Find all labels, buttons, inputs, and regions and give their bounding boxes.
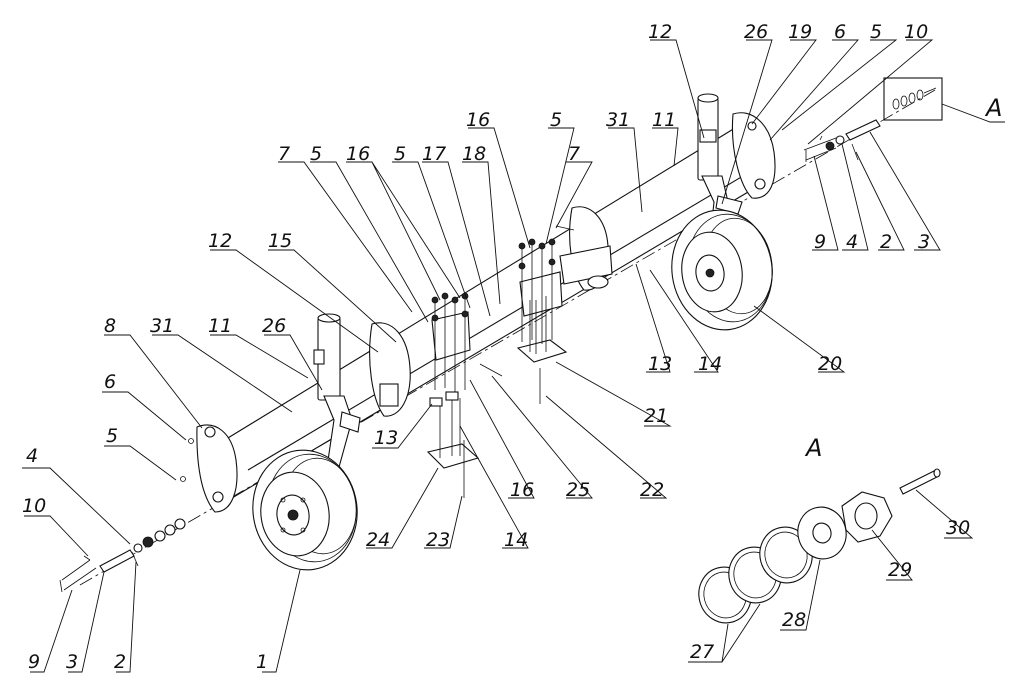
label-31-left: 31 [150, 315, 174, 337]
right-end-plate [731, 112, 776, 199]
left-bracket [313, 313, 361, 479]
vertical-bolts [431, 225, 575, 498]
label-15: 15 [268, 230, 292, 252]
label-28: 28 [782, 609, 806, 631]
center-clamps [431, 245, 613, 361]
label-22: 22 [640, 479, 664, 501]
label-21: 21 [644, 405, 668, 427]
label-12-left: 12 [208, 230, 232, 252]
label-14-right: 14 [698, 353, 722, 375]
label-27: 27 [690, 641, 714, 663]
callout-a-label: A [984, 94, 1002, 122]
left-flange [369, 322, 411, 417]
left-shaft-hardware [59, 518, 186, 593]
base-plates [426, 296, 568, 469]
detail-callout-box [883, 77, 1005, 123]
leader-lines [22, 39, 974, 673]
label-5-c: 5 [394, 143, 406, 165]
right-wheel [671, 209, 773, 331]
detail-a-title: A [804, 434, 822, 462]
label-17: 17 [422, 143, 446, 165]
label-11-left: 11 [208, 315, 232, 337]
label-30: 30 [946, 517, 970, 539]
label-3-right: 3 [918, 231, 930, 253]
label-9-right: 9 [814, 231, 826, 253]
label-8: 8 [104, 315, 116, 337]
label-4-right: 4 [846, 231, 858, 253]
label-13-right: 13 [648, 353, 672, 375]
label-13-left: 13 [374, 427, 398, 449]
label-6-right: 6 [834, 21, 846, 43]
label-1: 1 [256, 651, 268, 673]
label-19: 19 [788, 21, 812, 43]
label-10-left: 10 [22, 495, 46, 517]
label-5-left: 5 [106, 425, 118, 447]
label-26-left: 26 [262, 315, 286, 337]
label-2-left: 2 [114, 651, 126, 673]
right-shaft-hardware [803, 119, 881, 162]
label-5-b: 5 [310, 143, 322, 165]
label-14-left: 14 [504, 529, 528, 551]
label-25: 25 [566, 479, 590, 501]
label-2-right: 2 [880, 231, 892, 253]
label-6-left: 6 [104, 371, 116, 393]
label-23: 23 [426, 529, 450, 551]
label-10-right: 10 [904, 21, 928, 43]
label-7-left: 7 [278, 143, 290, 165]
label-16-c: 16 [510, 479, 534, 501]
label-3-left: 3 [66, 651, 78, 673]
label-20: 20 [818, 353, 842, 375]
label-26-right: 26 [744, 21, 768, 43]
left-wheel [252, 449, 358, 571]
label-7-right: 7 [568, 143, 580, 165]
label-16-b: 16 [466, 109, 490, 131]
left-end-plate [180, 424, 238, 513]
detail-a-view [698, 468, 941, 624]
label-4-left: 4 [26, 445, 38, 467]
label-29: 29 [888, 559, 912, 581]
label-5-right: 5 [870, 21, 882, 43]
label-16-a: 16 [346, 143, 370, 165]
label-18: 18 [462, 143, 486, 165]
label-11-right: 11 [652, 109, 676, 131]
label-24: 24 [366, 529, 390, 551]
label-9-left: 9 [28, 651, 40, 673]
part-number-labels: 1 2 3 9 10 4 5 6 8 31 11 26 12 15 7 5 16… [22, 21, 1002, 673]
label-31-right: 31 [606, 109, 630, 131]
label-12-right: 12 [648, 21, 672, 43]
label-5-d: 5 [550, 109, 562, 131]
